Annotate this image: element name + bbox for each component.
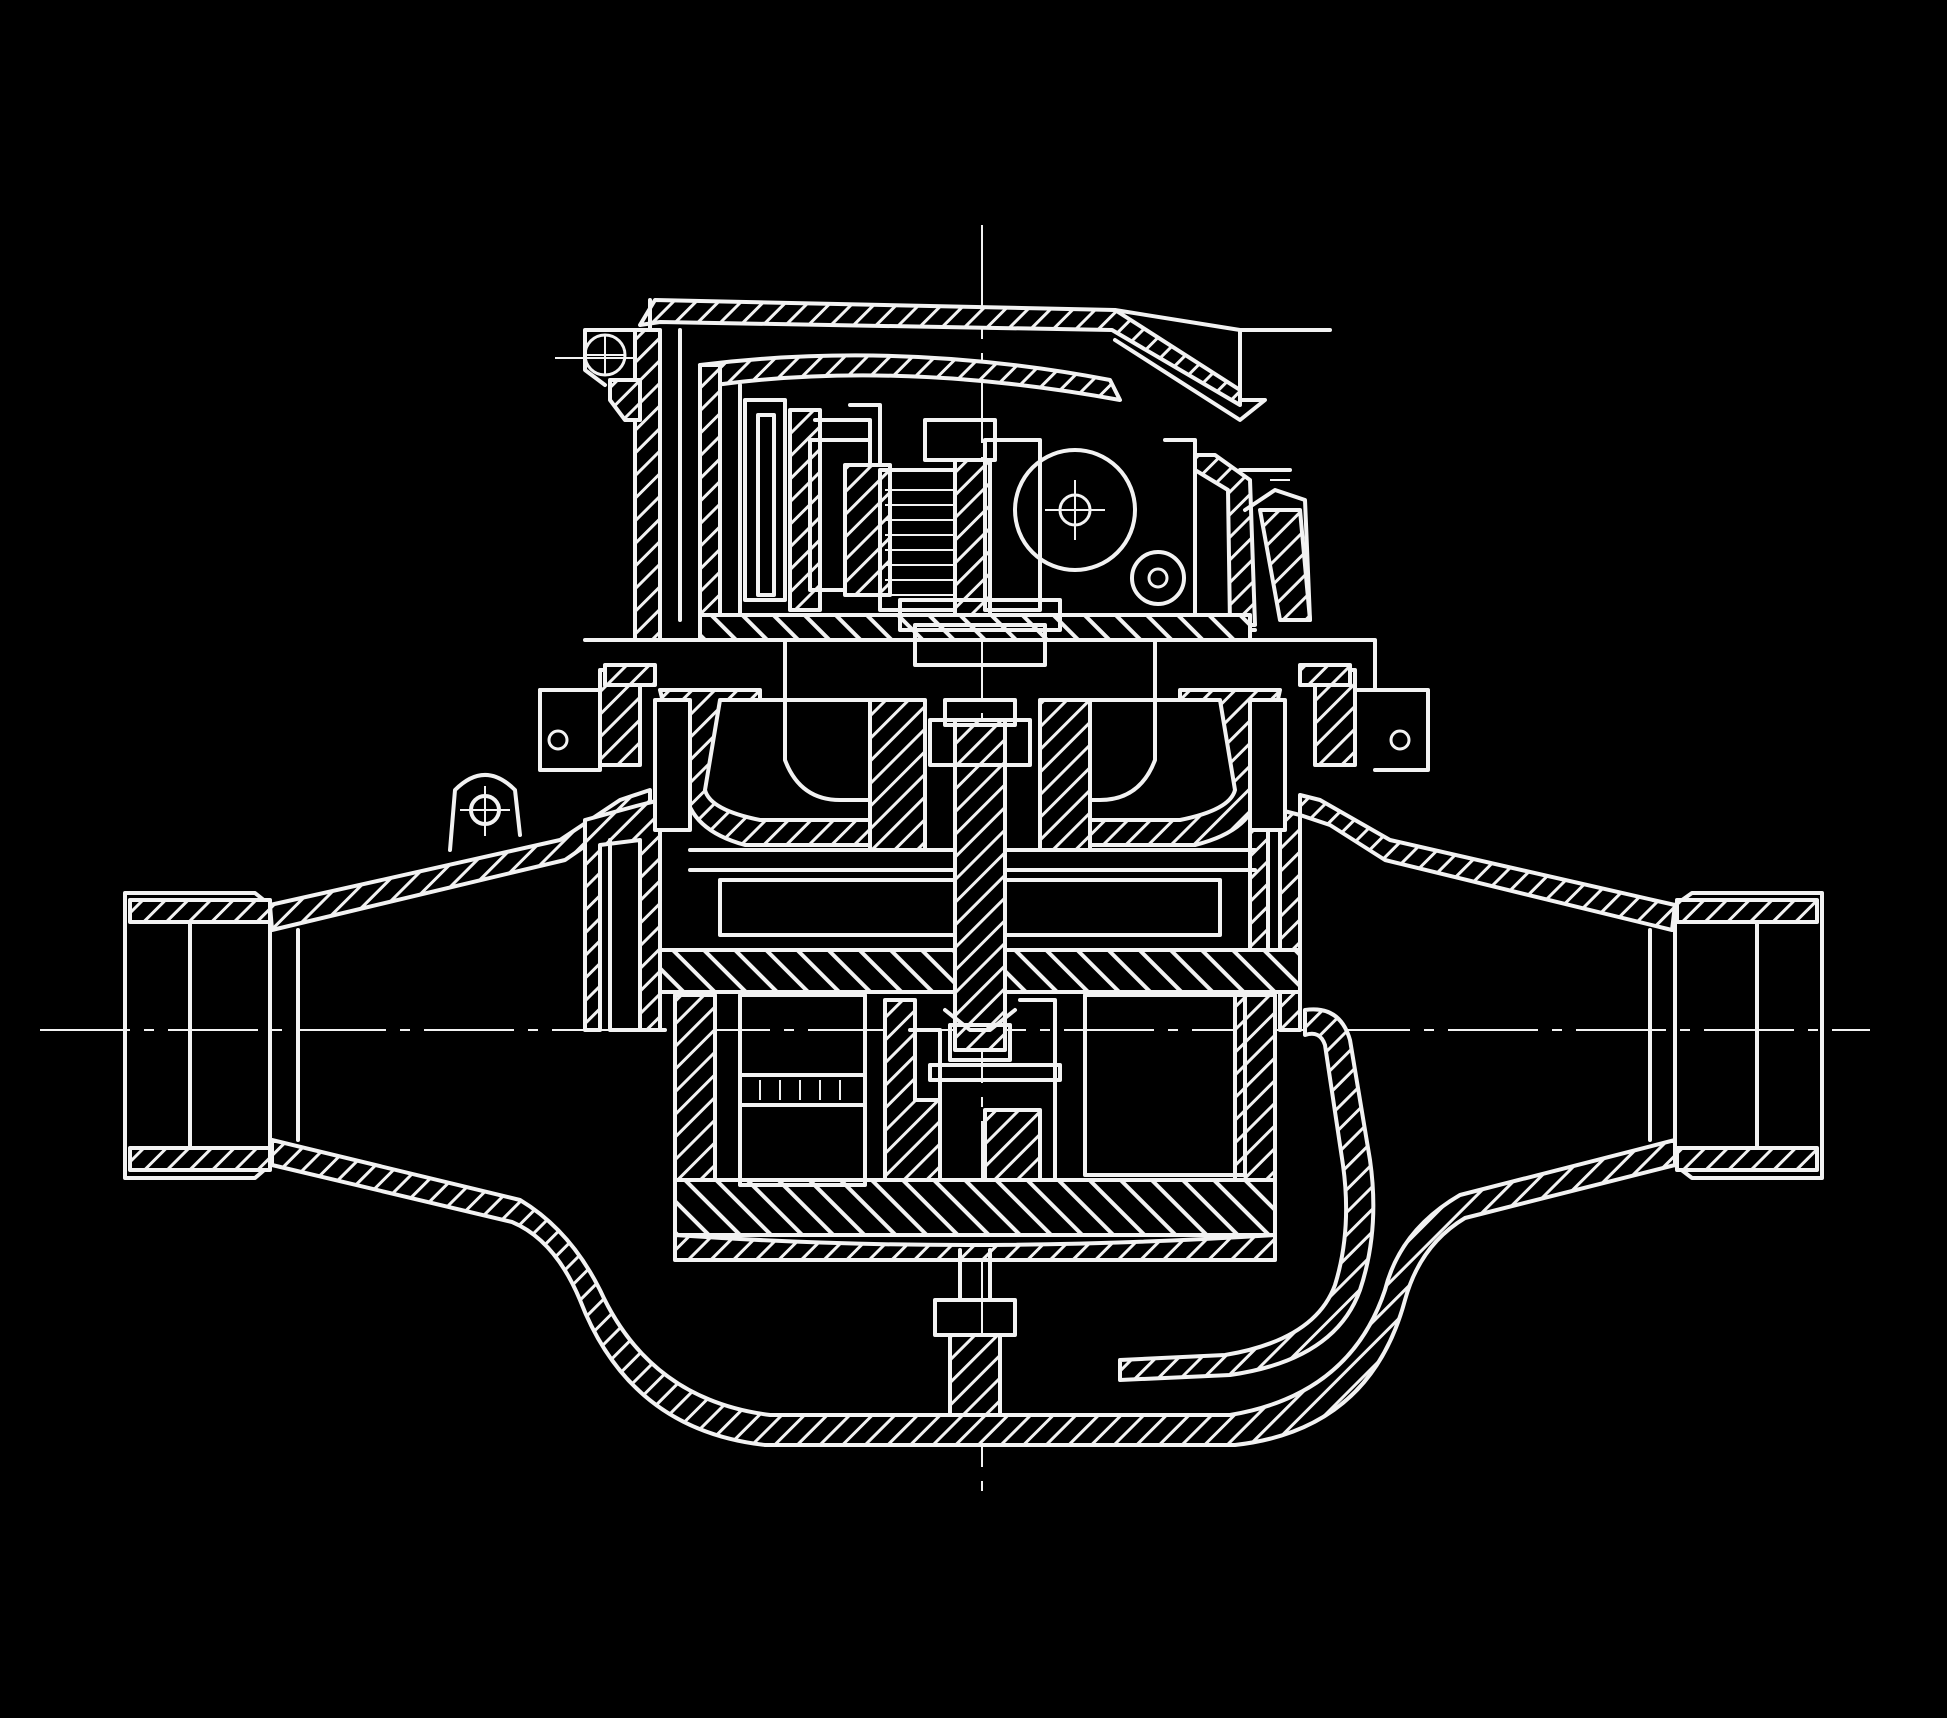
body-left-inner-outline (608, 838, 667, 1032)
drain-plug (933, 1248, 1017, 1417)
right-wheel-block (1083, 993, 1247, 1177)
register-housing (583, 298, 1312, 642)
spindle (928, 698, 1032, 1052)
left-wheel-block (738, 993, 867, 1077)
left-ear-hole (547, 729, 569, 751)
cap-outline (648, 298, 1332, 481)
measuring-insert (653, 638, 1287, 937)
register-cover (698, 353, 1122, 402)
insert-upper-right (1058, 688, 1282, 847)
inlet-connection (123, 891, 300, 1180)
right-ear-hole (1389, 729, 1411, 751)
housing-lid (638, 298, 1242, 407)
insert-upper-left (658, 688, 872, 847)
body-return-channel (1118, 1007, 1376, 1382)
register-base-plate (698, 613, 1252, 642)
body-left-chamber-wall (583, 798, 662, 1032)
small-gear (1130, 550, 1186, 606)
body-upper-right-wall (1298, 793, 1677, 932)
housing-left-wall (633, 328, 662, 642)
register-mechanism (743, 398, 1186, 667)
insert-center-hub (868, 698, 927, 852)
meter-body (123, 773, 1824, 1447)
lower-chamber (673, 993, 1277, 1262)
dial-wheel (1013, 448, 1137, 572)
right-ear (1373, 688, 1430, 772)
housing-right-wall (1193, 453, 1257, 627)
left-seal-lug (448, 773, 522, 852)
left-ear (538, 688, 602, 772)
outlet-connection (1648, 891, 1824, 1180)
